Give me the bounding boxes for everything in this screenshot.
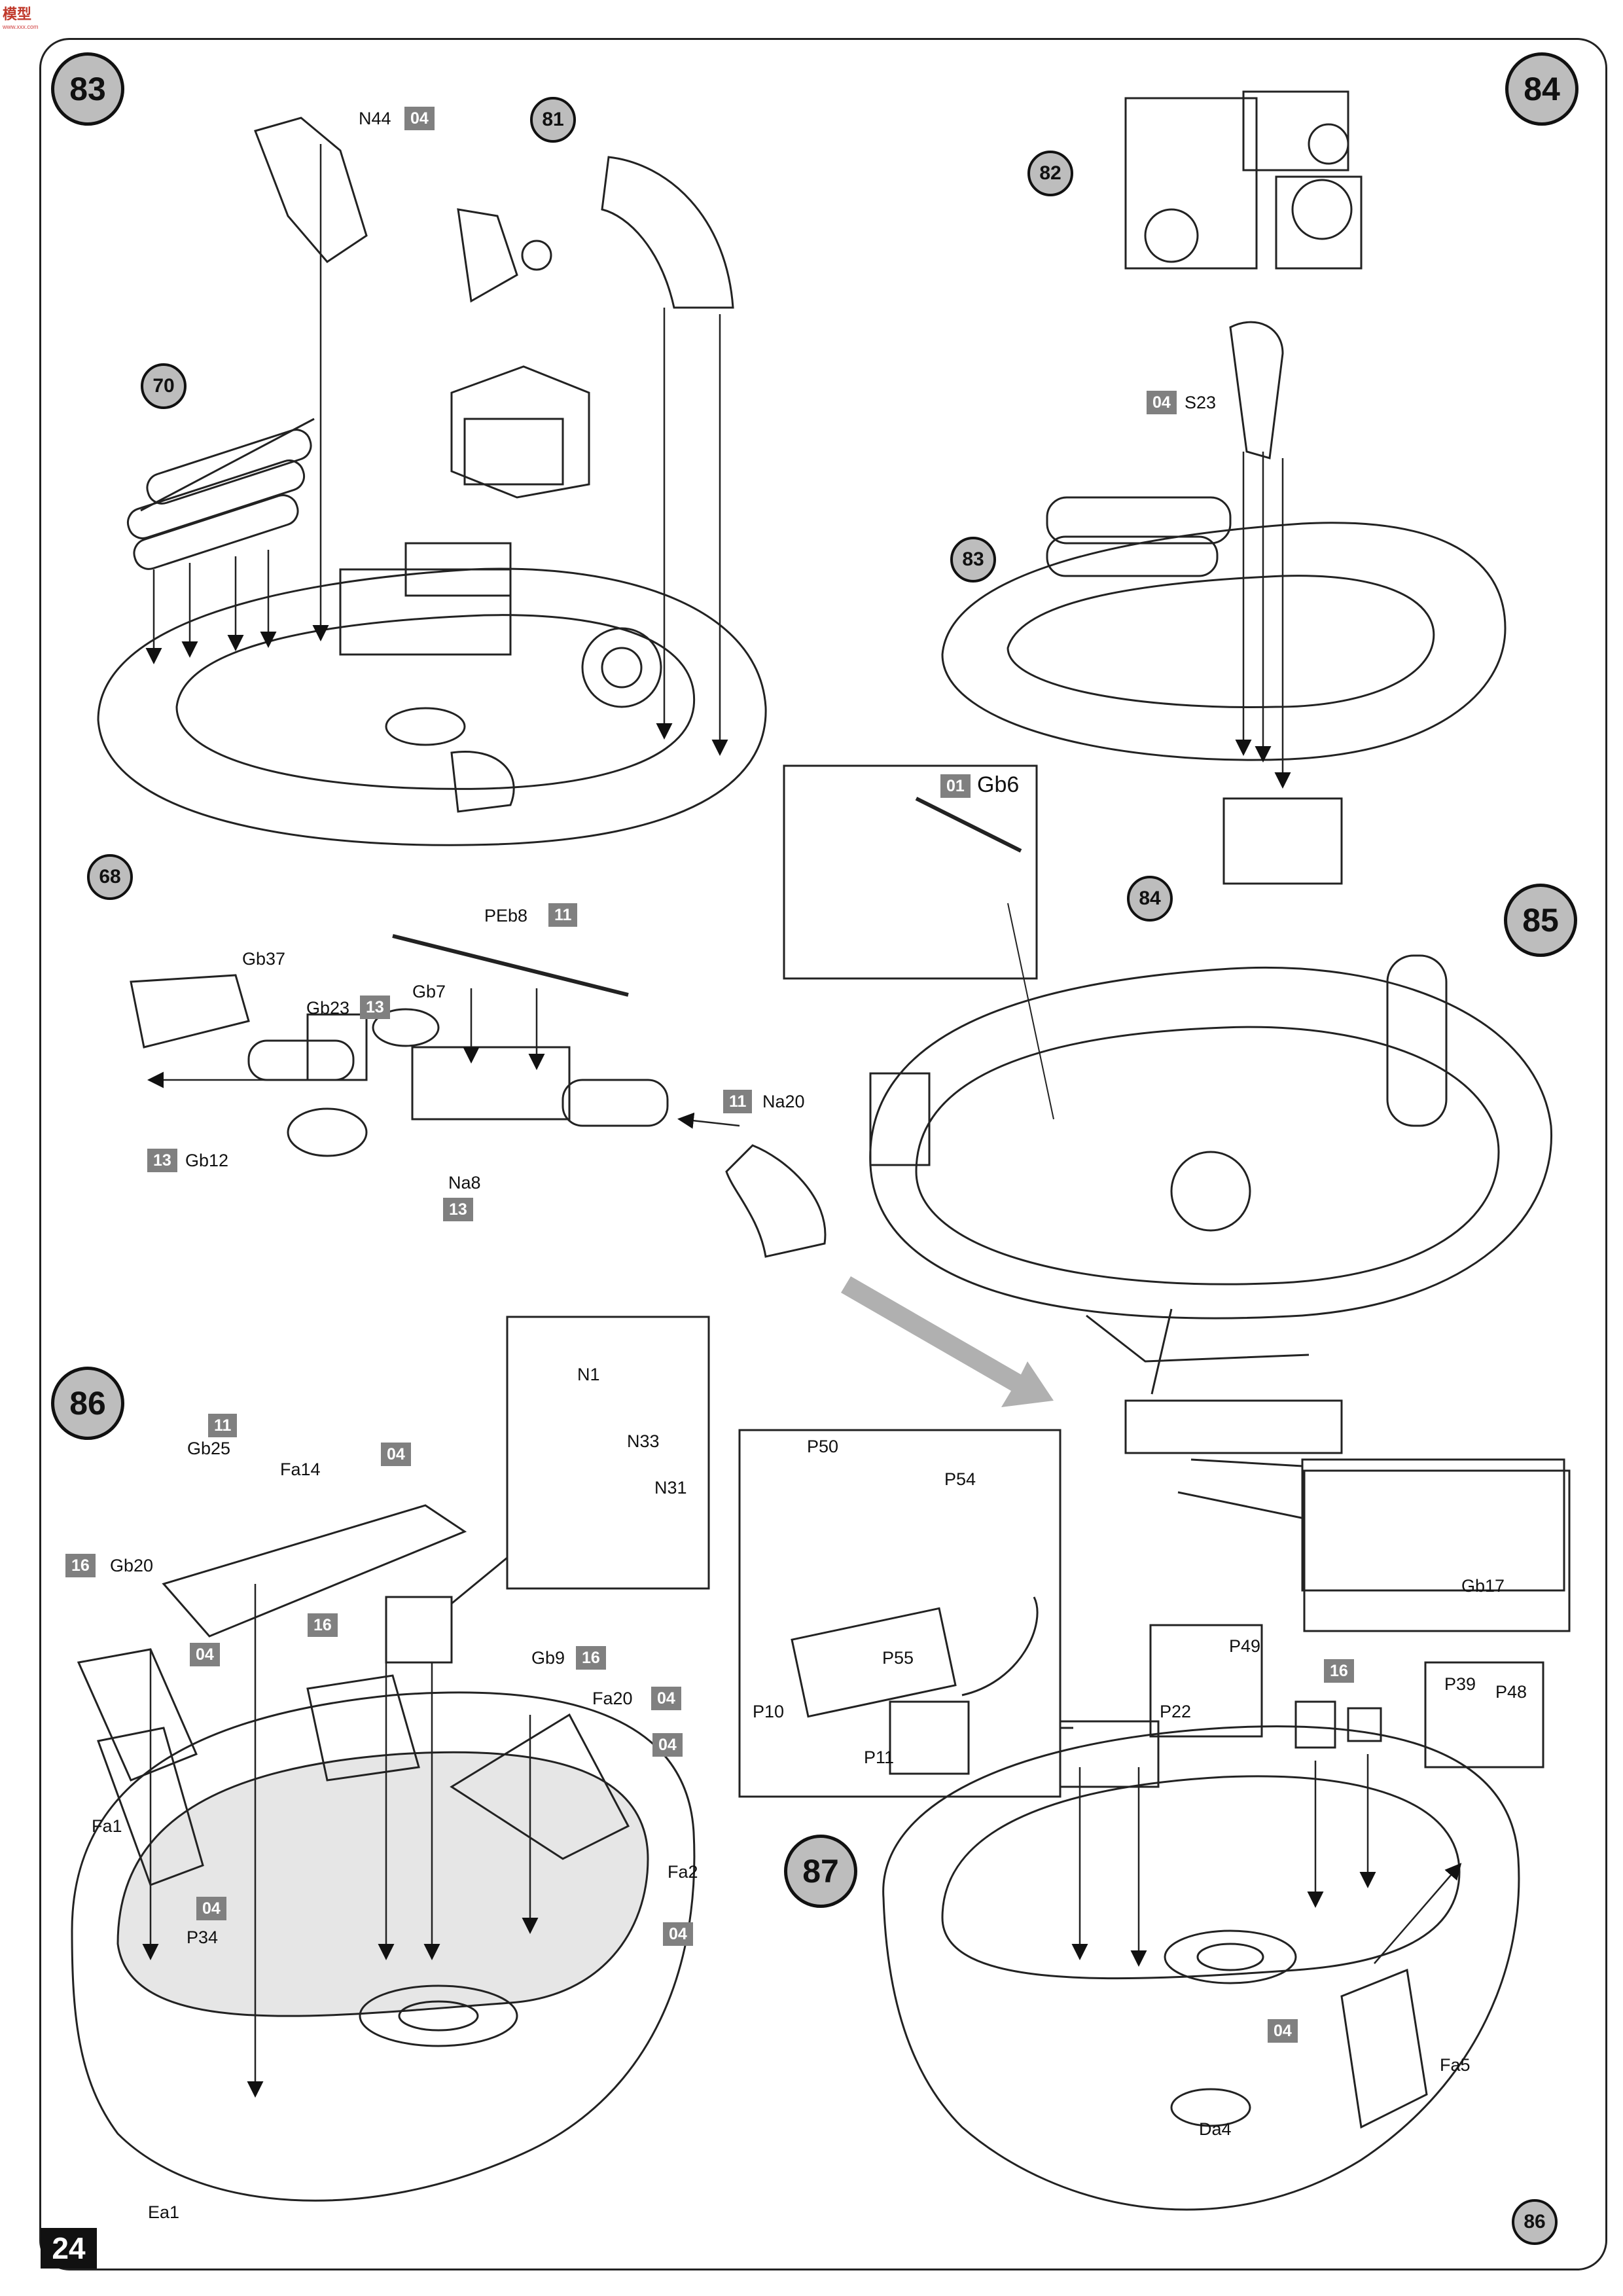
label-fa20: Fa20 <box>592 1689 633 1708</box>
badge-gb25: 11 <box>208 1414 238 1437</box>
turret-ring-83 <box>97 542 767 846</box>
label-fa5: Fa5 <box>1440 2055 1471 2075</box>
badge-gb12: 13 <box>147 1149 177 1172</box>
step-85: 85 <box>1504 884 1577 957</box>
part-s23 <box>1229 321 1284 459</box>
label-p54: P54 <box>944 1469 976 1489</box>
label-p49: P49 <box>1229 1636 1261 1656</box>
turret-assembly-85 <box>869 954 1553 1363</box>
label-gb6: Gb6 <box>977 772 1020 797</box>
label-gb20: Gb20 <box>110 1556 154 1575</box>
label-p11: P11 <box>864 1748 895 1767</box>
badge-na20: 11 <box>723 1090 753 1113</box>
label-p55: P55 <box>882 1648 914 1668</box>
label-gb17: Gb17 <box>1461 1576 1505 1596</box>
label-p39: P39 <box>1444 1674 1476 1694</box>
badge-fa1: 04 <box>190 1643 220 1666</box>
label-na20: Na20 <box>762 1092 805 1111</box>
label-p50: P50 <box>807 1437 839 1456</box>
detail-box-gb6 <box>783 764 1038 980</box>
label-gb9: Gb9 <box>531 1648 565 1668</box>
label-p10: P10 <box>753 1702 785 1721</box>
label-gb37: Gb37 <box>242 949 286 969</box>
label-gb25: Gb25 <box>187 1439 231 1458</box>
step-87: 87 <box>784 1835 857 1908</box>
badge-ea1: 04 <box>663 1922 693 1946</box>
label-n1: N1 <box>577 1365 600 1384</box>
badge-gb23: 13 <box>360 996 390 1019</box>
label-fa14: Fa14 <box>280 1460 321 1479</box>
turret-ring-84 <box>941 496 1507 885</box>
step-86: 86 <box>51 1367 124 1440</box>
badge-n44: 04 <box>404 107 435 130</box>
badge-gb9: 16 <box>576 1646 606 1670</box>
detail-box-n31 <box>506 1316 710 1590</box>
label-p34: P34 <box>187 1928 219 1947</box>
detail-box-p39 <box>1424 1661 1544 1768</box>
label-peb8: PEb8 <box>484 906 528 925</box>
label-p48: P48 <box>1495 1682 1527 1702</box>
gun-parts-exploded <box>130 934 827 1258</box>
badge-fa2: 04 <box>652 1733 683 1757</box>
badge-gb6: 01 <box>940 774 971 798</box>
ref-81: 81 <box>530 97 576 143</box>
ref-84: 84 <box>1127 876 1173 922</box>
label-p22: P22 <box>1160 1702 1192 1721</box>
part-70 <box>126 418 315 570</box>
label-da4: Da4 <box>1199 2119 1232 2139</box>
ref-70: 70 <box>141 363 187 409</box>
transfer-arrow <box>841 1276 1054 1407</box>
badge-gb20: 16 <box>65 1554 96 1577</box>
label-fa2: Fa2 <box>668 1862 698 1882</box>
detail-box-p10 <box>738 1429 1061 1798</box>
badge-peb8: 11 <box>548 903 578 927</box>
detail-box-p22 <box>1149 1624 1263 1738</box>
ref-82: 82 <box>1027 151 1073 196</box>
label-n33: N33 <box>627 1431 660 1451</box>
label-gb7: Gb7 <box>412 982 446 1001</box>
ref-68: 68 <box>87 854 133 900</box>
detail-box-gb17 <box>1303 1469 1571 1632</box>
label-gb12: Gb12 <box>185 1151 229 1170</box>
badge-fa5: 04 <box>1268 2019 1298 2043</box>
part-81 <box>450 156 734 499</box>
hull-86 <box>71 1504 696 2202</box>
label-ea1: Ea1 <box>148 2202 180 2222</box>
ref-86: 86 <box>1512 2199 1558 2245</box>
badge-fa14: 04 <box>381 1443 411 1466</box>
badge-16: 16 <box>308 1613 338 1637</box>
ref-83: 83 <box>950 537 996 583</box>
label-na8: Na8 <box>448 1173 481 1193</box>
step-83: 83 <box>51 52 124 126</box>
badge-p34: 04 <box>196 1897 226 1920</box>
badge-p16: 16 <box>1324 1659 1354 1683</box>
badge-na8: 13 <box>443 1198 473 1221</box>
gun-assembly-85 <box>1124 1399 1565 1592</box>
badge-s23: 04 <box>1147 391 1177 414</box>
badge-fa20: 04 <box>651 1687 681 1710</box>
label-n31: N31 <box>654 1478 687 1498</box>
part-82 <box>1124 90 1363 270</box>
part-n44-plate <box>254 117 368 263</box>
page-number: 24 <box>41 2228 97 2269</box>
step-84: 84 <box>1505 52 1578 126</box>
label-fa1: Fa1 <box>92 1816 122 1836</box>
label-gb23: Gb23 <box>306 998 350 1018</box>
label-n44: N44 <box>359 109 391 128</box>
label-s23: S23 <box>1185 393 1217 412</box>
